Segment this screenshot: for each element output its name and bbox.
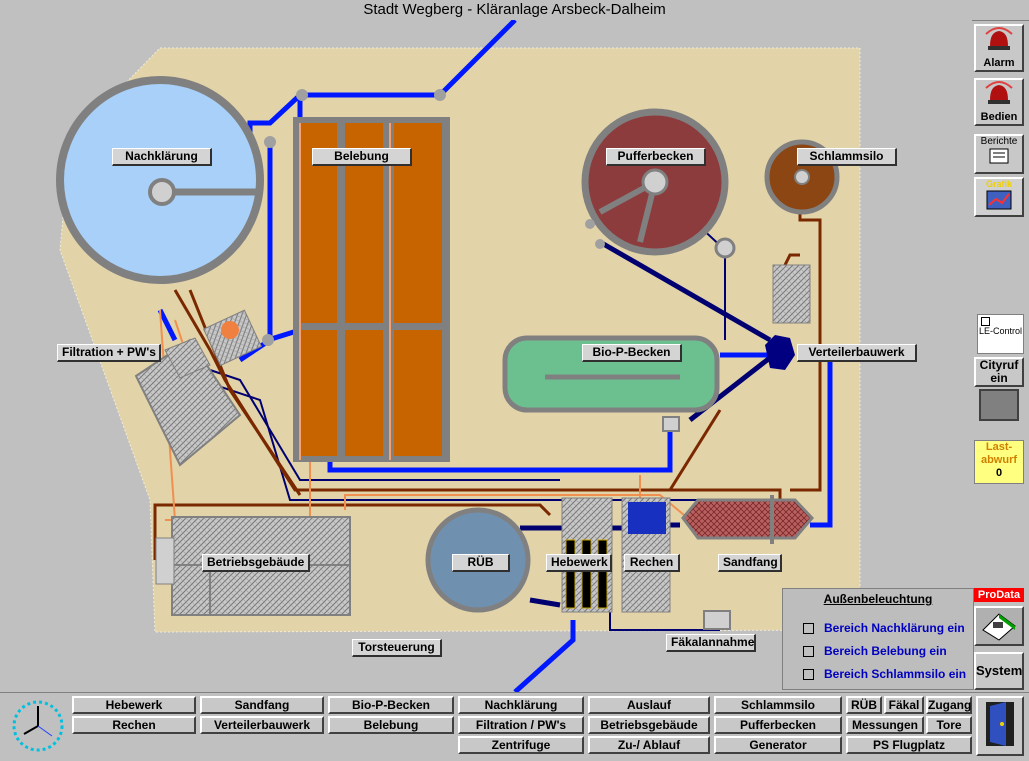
label-bio-p-becken[interactable]: Bio-P-Becken (582, 344, 682, 362)
nav-messungen[interactable]: Messungen (846, 716, 924, 734)
nav-filtration[interactable]: Filtration / PW's (458, 716, 584, 734)
sludge-pipes-brown (153, 210, 822, 560)
nav-verteilerbauwerk[interactable]: Verteilerbauwerk (200, 716, 324, 734)
nav-zentrifuge[interactable]: Zentrifuge (458, 736, 584, 754)
exit-button[interactable] (976, 696, 1024, 756)
nav-rechen[interactable]: Rechen (72, 716, 196, 734)
grafik-button[interactable]: Grafik (974, 177, 1024, 217)
close-icon (981, 317, 990, 326)
nav-generator[interactable]: Generator (714, 736, 842, 754)
bell-icon (985, 27, 1013, 50)
graph-icon (986, 190, 1012, 210)
label-hebewerk[interactable]: Hebewerk (546, 554, 612, 572)
lastabwurf-label-2: abwurf (980, 454, 1018, 466)
nav-betriebsgebaeude[interactable]: Betriebsgebäude (588, 716, 710, 734)
checkbox-icon[interactable] (803, 646, 814, 658)
nav-sandfang[interactable]: Sandfang (200, 696, 324, 714)
bedien-button[interactable]: Bedien (974, 78, 1024, 126)
aussenbeleuchtung-title: Außenbeleuchtung (823, 592, 933, 606)
exit-door-icon (986, 702, 1014, 746)
nav-zugang[interactable]: Zugang (926, 696, 972, 714)
nav-pufferbecken[interactable]: Pufferbecken (714, 716, 842, 734)
aussenbeleuchtung-panel: Außenbeleuchtung Bereich Nachklärung ein… (782, 588, 974, 690)
nav-auslauf[interactable]: Auslauf (588, 696, 710, 714)
lastabwurf-label-1: Last- (985, 441, 1013, 453)
nav-tore[interactable]: Tore (926, 716, 972, 734)
label-torsteuerung[interactable]: Torsteuerung (352, 639, 442, 657)
light-schlammsilo-toggle[interactable]: Bereich Schlammsilo ein (803, 667, 966, 681)
cityruf-label: Cityruf (979, 358, 1019, 372)
le-control-panel[interactable]: LE-Control (977, 314, 1024, 354)
label-betriebsgebaeude[interactable]: Betriebsgebäude (202, 554, 310, 572)
label-belebung[interactable]: Belebung (312, 148, 412, 166)
alarm-button[interactable]: Alarm (974, 24, 1024, 72)
computer-icon (982, 613, 1016, 641)
label-filtration[interactable]: Filtration + PW's (57, 344, 161, 362)
prodata-label: ProData (974, 588, 1024, 602)
nav-zu-ablauf[interactable]: Zu-/ Ablauf (588, 736, 710, 754)
checkbox-icon[interactable] (803, 623, 814, 635)
label-schlammsilo[interactable]: Schlammsilo (797, 148, 897, 166)
label-nachklaerung[interactable]: Nachklärung (112, 148, 212, 166)
grafik-label: Grafik (985, 179, 1012, 189)
le-control-label: LE-Control (978, 326, 1023, 336)
pager-icon[interactable] (979, 389, 1019, 421)
label-rueb[interactable]: RÜB (452, 554, 510, 572)
nav-faekal[interactable]: Fäkal (884, 696, 924, 714)
cityruf-button[interactable]: Cityruf ein (974, 357, 1024, 387)
label-verteilerbauwerk[interactable]: Verteilerbauwerk (797, 344, 917, 362)
window-title: Stadt Wegberg - Kläranlage Arsbeck-Dalhe… (0, 0, 1029, 21)
label-pufferbecken[interactable]: Pufferbecken (606, 148, 706, 166)
bedien-label: Bedien (980, 111, 1018, 123)
nav-hebewerk[interactable]: Hebewerk (72, 696, 196, 714)
bell-icon (985, 81, 1013, 104)
nav-bio-p-becken[interactable]: Bio-P-Becken (328, 696, 454, 714)
checkbox-icon[interactable] (803, 669, 814, 681)
light-belebung-toggle[interactable]: Bereich Belebung ein (803, 644, 947, 658)
nav-ps-flugplatz[interactable]: PS Flugplatz (846, 736, 972, 754)
berichte-label: Berichte (980, 136, 1018, 147)
alarm-label: Alarm (983, 57, 1015, 69)
plant-diagram: Nachklärung Belebung Pufferbecken Schlam… (0, 20, 972, 692)
prodata-button[interactable] (974, 606, 1024, 646)
nav-schlammsilo[interactable]: Schlammsilo (714, 696, 842, 714)
filtration-building (134, 309, 262, 467)
system-button[interactable]: System (974, 652, 1024, 690)
light-nachklaerung-toggle[interactable]: Bereich Nachklärung ein (803, 621, 965, 635)
label-rechen[interactable]: Rechen (624, 554, 680, 572)
nav-nachklaerung[interactable]: Nachklärung (458, 696, 584, 714)
cityruf-state: ein (990, 371, 1008, 385)
lastabwurf-value: 0 (995, 467, 1003, 479)
report-icon (989, 148, 1009, 164)
label-sandfang[interactable]: Sandfang (718, 554, 782, 572)
nav-rueb[interactable]: RÜB (846, 696, 882, 714)
nav-belebung[interactable]: Belebung (328, 716, 454, 734)
clock-icon (12, 700, 64, 752)
berichte-button[interactable]: Berichte (974, 134, 1024, 174)
label-faekalannahme[interactable]: Fäkalannahme (666, 634, 756, 652)
lastabwurf-indicator: Last- abwurf 0 (974, 440, 1024, 484)
